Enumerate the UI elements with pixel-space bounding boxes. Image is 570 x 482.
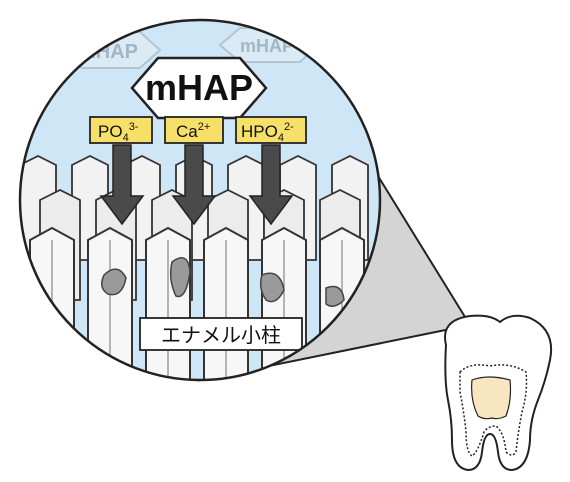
enamel-label-box: エナメル小柱 <box>139 317 303 351</box>
ion-label-calcium: Ca2+ <box>164 116 224 144</box>
arrow-hpo <box>248 144 294 226</box>
faded-mhap-right: mHAP <box>218 27 320 63</box>
cavity-2 <box>169 257 191 298</box>
ion-phosphate-sub: 4 <box>123 132 129 144</box>
ion-phosphate-sup: 3- <box>129 121 139 133</box>
cavity-patches <box>101 257 345 307</box>
ion-hpo-base: HPO <box>241 122 278 141</box>
cavity-3 <box>259 272 285 303</box>
ion-calcium-sup: 2+ <box>198 121 211 133</box>
svg-text:Ca2+: Ca2+ <box>176 121 210 141</box>
enamel-label: エナメル小柱 <box>161 324 281 347</box>
ion-hpo-sub: 4 <box>278 132 284 144</box>
arrow-phosphate <box>99 144 145 226</box>
ion-label-hydrogen-phosphate: HPO42- <box>235 116 307 144</box>
arrow-calcium <box>171 144 217 226</box>
mhap-title: mHAP <box>145 67 253 108</box>
ion-phosphate-base: PO <box>98 122 123 141</box>
tooth-pulp <box>471 376 512 420</box>
cavity-4 <box>325 285 345 307</box>
magnifier-circle <box>18 18 382 382</box>
faded-mhap-right-text: mHAP <box>240 36 294 56</box>
svg-text:PO43-: PO43- <box>98 121 139 144</box>
mhap-hexagon: mHAP <box>130 56 268 120</box>
tooth <box>444 314 552 472</box>
ion-arrows <box>99 144 294 226</box>
cavity-1 <box>101 268 127 296</box>
ion-hpo-sup: 2- <box>284 121 294 133</box>
ion-calcium-base: Ca <box>176 122 198 141</box>
ion-label-phosphate: PO43- <box>89 116 153 144</box>
faded-mhap-left: mHAP <box>58 31 162 69</box>
svg-text:HPO42-: HPO42- <box>241 121 294 144</box>
